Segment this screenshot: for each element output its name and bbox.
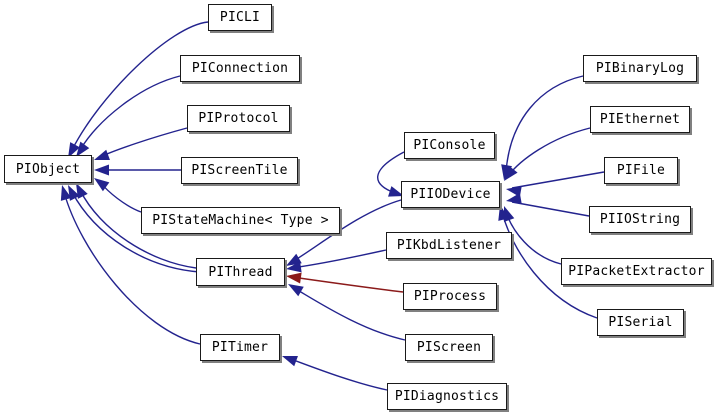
- class-node-label: PIConsole: [413, 138, 486, 153]
- class-node-pifile[interactable]: PIFile: [604, 157, 678, 184]
- class-node-label: PIEthernet: [599, 112, 681, 127]
- edge-piconnection-piobject: [79, 75, 181, 151]
- class-node-label: PIThread: [208, 264, 273, 280]
- class-node-pikbdlistener[interactable]: PIKbdListener: [386, 232, 512, 259]
- edge-pitimer-piobject-arrowhead: [60, 185, 72, 201]
- class-node-label: PIProtocol: [198, 111, 279, 126]
- edge-piprotocol-piobject: [99, 127, 188, 158]
- class-node-label: PIProcess: [413, 289, 487, 304]
- class-node-label: PIDiagnostics: [394, 389, 500, 404]
- edge-pidiagnostics-pitimer-arrowhead: [282, 355, 298, 367]
- class-node-piobject[interactable]: PIObject: [4, 155, 92, 183]
- class-node-label: PIScreen: [416, 340, 482, 355]
- edge-piiodevice-pithread: [291, 199, 402, 263]
- edge-piscreen-pithread: [293, 287, 406, 341]
- class-node-label: PIFile: [616, 163, 666, 178]
- class-node-piprotocol[interactable]: PIProtocol: [187, 105, 290, 132]
- edge-picli-piobject: [71, 21, 209, 151]
- class-node-pibinarylog[interactable]: PIBinaryLog: [583, 55, 697, 82]
- class-node-piscreentile[interactable]: PIScreenTile: [181, 157, 298, 184]
- edge-piconsole-piiodevice-arrowhead: [388, 186, 404, 197]
- edge-piethernet-piiodevice-arrowhead: [504, 165, 518, 181]
- class-node-label: PIIOString: [599, 212, 681, 227]
- edge-piprotocol-piobject-arrowhead: [94, 149, 110, 161]
- class-node-pidiagnostics[interactable]: PIDiagnostics: [387, 383, 507, 410]
- class-node-label: PIKbdListener: [396, 238, 502, 253]
- edge-piconnection-piobject-arrowhead: [76, 141, 90, 157]
- class-node-pitimer[interactable]: PITimer: [200, 334, 280, 361]
- class-node-piconnection[interactable]: PIConnection: [180, 55, 300, 82]
- edge-pithread2-piobject-arrowhead: [68, 185, 80, 201]
- edge-pibinarylog-piiodevice: [505, 75, 584, 173]
- edge-pifile-piiodevice: [511, 171, 605, 189]
- edge-piprocess-pithread: [291, 276, 404, 293]
- edge-piethernet-piiodevice: [507, 127, 591, 177]
- class-node-label: PIScreenTile: [191, 163, 288, 178]
- edge-piserial-piiodevice-arrowhead: [498, 205, 509, 221]
- class-node-pistatemachine[interactable]: PIStateMachine< Type >: [141, 207, 340, 234]
- class-node-label: PIObject: [15, 161, 81, 177]
- edge-piserial-piiodevice: [501, 211, 598, 319]
- class-node-label: PIBinaryLog: [595, 61, 685, 76]
- edge-piiostring-piiodevice: [511, 201, 590, 217]
- edge-piprocess-pithread-arrowhead: [286, 272, 302, 284]
- class-node-label: PISerial: [608, 315, 673, 330]
- class-node-label: PIIODevice: [410, 187, 491, 202]
- edge-pithread-piobject: [79, 189, 197, 269]
- edge-pikbdlistener-pithread-arrowhead: [286, 261, 302, 273]
- edge-piscreen-pithread-arrowhead: [288, 284, 304, 297]
- edge-piscreentile-piobject-arrowhead: [94, 164, 109, 176]
- edge-pidiagnostics-pitimer: [287, 357, 388, 391]
- class-node-piiodevice[interactable]: PIIODevice: [401, 181, 500, 208]
- class-node-picli[interactable]: PICLI: [208, 4, 272, 31]
- class-node-piconsole[interactable]: PIConsole: [404, 132, 495, 159]
- edge-pipacketextractor-piiodev: [505, 211, 562, 265]
- class-node-label: PIStateMachine< Type >: [152, 213, 329, 228]
- edge-pitimer-piobject: [63, 191, 201, 345]
- edge-piiostring-piiodevice-arrowhead: [506, 192, 522, 204]
- class-node-piiostring[interactable]: PIIOString: [589, 206, 691, 233]
- class-node-label: PIPacketExtractor: [568, 264, 705, 279]
- edge-pithread-piobject-arrowhead: [76, 183, 88, 199]
- class-node-label: PITimer: [211, 340, 269, 355]
- class-node-piethernet[interactable]: PIEthernet: [590, 106, 690, 133]
- class-node-label: PIConnection: [191, 61, 289, 76]
- edge-pistatemachine-piobject-arrowhead: [94, 178, 110, 192]
- class-node-piscreen[interactable]: PIScreen: [405, 334, 493, 361]
- class-node-pithread[interactable]: PIThread: [196, 258, 285, 286]
- class-node-pipacketextractor[interactable]: PIPacketExtractor: [561, 258, 712, 285]
- class-node-piserial[interactable]: PISerial: [597, 309, 684, 336]
- class-node-piprocess[interactable]: PIProcess: [403, 283, 497, 310]
- edge-picli-piobject-arrowhead: [68, 142, 80, 158]
- class-node-label: PICLI: [219, 10, 261, 25]
- edge-pithread2-piobject: [71, 191, 201, 273]
